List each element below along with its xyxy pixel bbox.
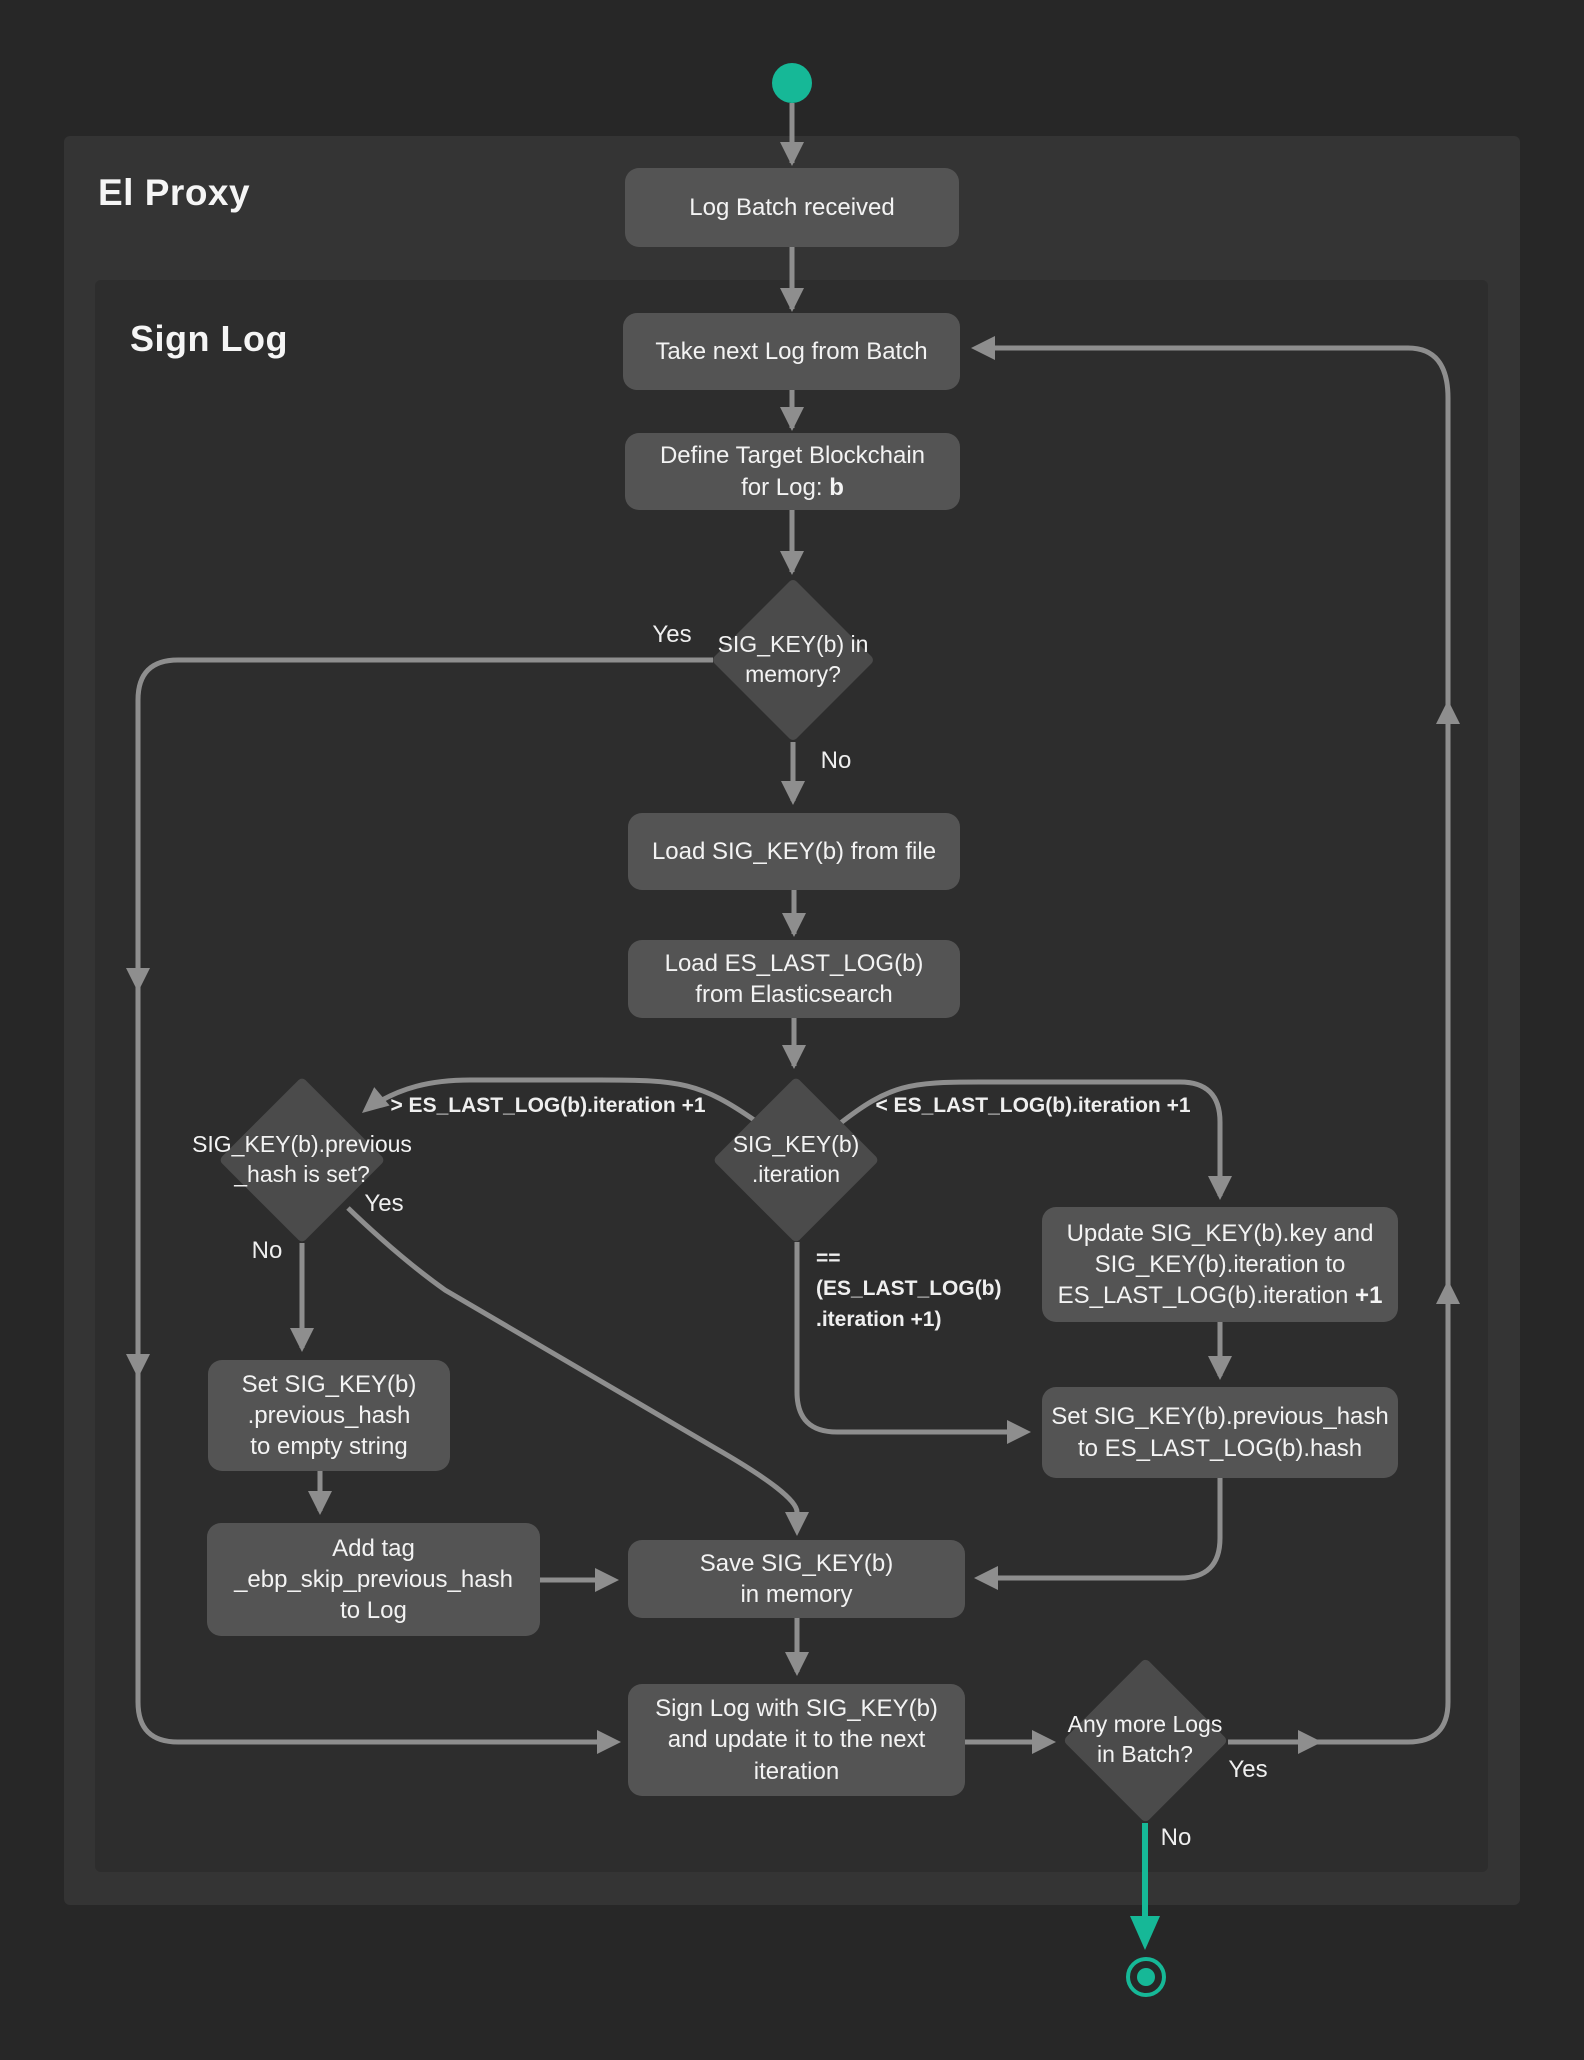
node-load-sig-key: Load SIG_KEY(b) from file	[628, 813, 960, 890]
node-take-next-log: Take next Log from Batch	[623, 313, 960, 390]
edge-anymore-yes-loop	[976, 345, 1451, 1745]
label-yes-prev: Yes	[364, 1190, 404, 1217]
node-define-target-blockchain: Define Target Blockchain for Log: b	[625, 433, 960, 510]
node-save-sig-key: Save SIG_KEY(b) in memory	[628, 1540, 965, 1618]
label-eq-iteration: == (ES_LAST_LOG(b) .iteration +1)	[816, 1247, 1002, 1331]
edge-prevhash-yes-save	[346, 1206, 800, 1513]
el-proxy-title: El Proxy	[98, 172, 251, 213]
node-set-previous-hash-es: Set SIG_KEY(b).previous_hash to ES_LAST_…	[1042, 1387, 1398, 1478]
label-yes-more: Yes	[1228, 1756, 1268, 1783]
label-lt-iteration: < ES_LAST_LOG(b).iteration +1	[875, 1094, 1191, 1117]
start-node	[772, 63, 812, 103]
edge-sethash-save	[979, 1478, 1223, 1581]
end-node-dot	[1137, 1968, 1155, 1986]
sign-log-title: Sign Log	[130, 318, 288, 359]
label-gt-iteration: > ES_LAST_LOG(b).iteration +1	[390, 1094, 706, 1117]
label-no-more: No	[1160, 1824, 1192, 1851]
label-no-prev: No	[251, 1237, 283, 1264]
label-no-memory: No	[820, 747, 852, 774]
edge-memory-yes-signlog	[135, 657, 713, 1745]
edge-iteration-eq-sethash	[794, 1242, 1026, 1435]
node-add-skip-tag: Add tag _ebp_skip_previous_hash to Log	[207, 1523, 540, 1636]
end-node	[1126, 1957, 1166, 1997]
node-set-previous-hash-empty: Set SIG_KEY(b) .previous_hash to empty s…	[208, 1360, 450, 1471]
node-load-es-last-log: Load ES_LAST_LOG(b) from Elasticsearch	[628, 940, 960, 1018]
node-update-sig-key: Update SIG_KEY(b).key and SIG_KEY(b).ite…	[1042, 1207, 1398, 1322]
label-yes-memory: Yes	[652, 621, 692, 648]
edge-iteration-gt-prevhash	[370, 1077, 759, 1125]
node-sign-log: Sign Log with SIG_KEY(b) and update it t…	[628, 1684, 965, 1796]
node-log-batch-received: Log Batch received	[625, 168, 959, 247]
edge-iteration-lt-update	[836, 1079, 1223, 1196]
